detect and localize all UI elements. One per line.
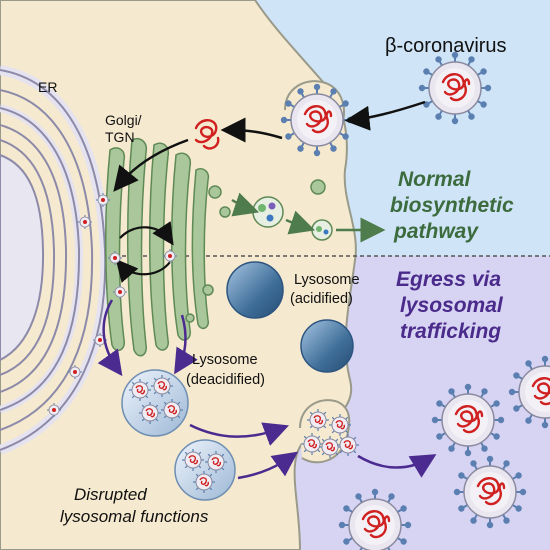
lysosome-to-membrane-arrow-2 — [237, 451, 299, 480]
entry-arrow — [344, 100, 426, 131]
lysosome-acidified-label-line2: (acidified) — [290, 291, 353, 307]
lysosome-deacidified-label-line1: Lysosome — [192, 352, 258, 368]
vesicle-to-vesicle-arrow — [285, 210, 316, 235]
disrupted-label-line1: Disrupted — [74, 485, 147, 504]
normal-pathway-title-line3: pathway — [393, 220, 479, 243]
virus-label: β-coronavirus — [385, 35, 507, 57]
exiting-virion — [300, 432, 324, 456]
cargo-vesicle-1 — [252, 196, 284, 228]
golgi-to-vesicle-arrow — [231, 192, 260, 217]
lysosome-deacidified-label-line2: (deacidified) — [186, 372, 265, 388]
golgi-label-line2: TGN — [105, 129, 135, 145]
golgi-stack — [104, 138, 231, 357]
rna-to-er-arrow — [113, 138, 189, 192]
exiting-virion — [318, 435, 342, 459]
lysosome-virion-loaded — [174, 439, 236, 501]
lysosome-acidified-2 — [300, 319, 354, 373]
lysosome-acidified-label-line1: Lysosome — [294, 272, 360, 288]
er-label: ER — [38, 79, 57, 95]
cargo-dot — [323, 229, 329, 235]
exiting-virion — [328, 413, 352, 437]
egress-arrow — [357, 454, 437, 478]
nucleus — [0, 153, 45, 362]
small-vesicle — [310, 179, 326, 195]
lysosome-to-membrane-arrow — [189, 422, 290, 446]
lyso-virion — [204, 450, 228, 474]
golgi-to-lysosome-arrow — [174, 314, 198, 375]
uncoating-arrow — [220, 117, 283, 143]
cargo-dot — [268, 202, 276, 210]
exiting-virion — [306, 408, 330, 432]
disrupted-label-line2: lysosomal functions — [60, 507, 209, 526]
golgi-label-line1: Golgi/ — [105, 112, 142, 128]
cargo-dot — [258, 204, 266, 212]
exiting-virion — [336, 433, 360, 457]
cargo-dot — [266, 214, 274, 222]
normal-pathway-title-line1: Normal — [398, 168, 472, 191]
viral-rna-cytoplasm — [194, 119, 220, 150]
cargo-vesicle-2 — [311, 219, 333, 241]
normal-pathway-title-line2: biosynthetic — [390, 194, 514, 217]
lysosome-acidified-1 — [226, 261, 284, 319]
lyso-virion — [160, 398, 184, 422]
cargo-dot — [316, 226, 322, 232]
lyso-virion — [150, 374, 174, 398]
lyso-virion — [128, 378, 152, 402]
lyso-virion — [192, 470, 216, 494]
egress-title-line1: Egress via — [396, 268, 501, 291]
egress-title-line3: trafficking — [400, 320, 501, 343]
golgi-to-er-arrow — [115, 258, 171, 283]
er-to-golgi-arrow — [119, 221, 174, 246]
er-to-lysosome-arrow — [97, 299, 123, 377]
egress-title-line2: lysosomal — [400, 294, 504, 317]
lyso-virion — [181, 448, 205, 472]
lysosome-deacidified — [121, 369, 189, 437]
lyso-virion — [138, 401, 162, 425]
